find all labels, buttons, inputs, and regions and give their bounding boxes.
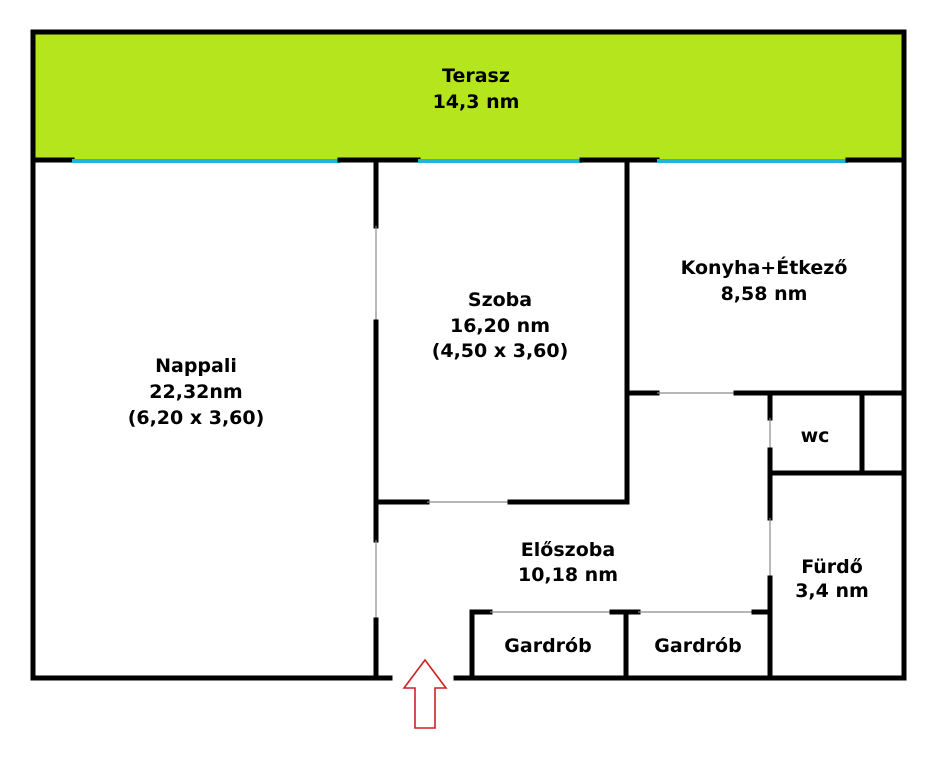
room-furdo: Fürdő 3,4 nm bbox=[795, 556, 869, 602]
room-name: Gardrób bbox=[654, 635, 741, 657]
room-gardrob-1: Gardrób bbox=[504, 635, 591, 657]
room-name: Előszoba bbox=[521, 539, 615, 561]
room-area: 22,32nm bbox=[149, 381, 242, 403]
room-area: 8,58 nm bbox=[721, 283, 808, 305]
room-area: 16,20 nm bbox=[450, 315, 550, 337]
room-name: Fürdő bbox=[801, 556, 863, 578]
room-eloszoba: Előszoba 10,18 nm bbox=[518, 539, 618, 586]
terrace-wall bbox=[30, 157, 907, 163]
room-wc: wc bbox=[801, 425, 830, 447]
interior-walls bbox=[373, 157, 907, 681]
room-area: 3,4 nm bbox=[795, 580, 869, 602]
room-terasz: Terasz 14,3 nm bbox=[433, 65, 520, 113]
room-konyha: Konyha+Étkező 8,58 nm bbox=[681, 256, 848, 305]
room-szoba: Szoba 16,20 nm (4,50 x 3,60) bbox=[432, 289, 569, 362]
room-nappali: Nappali 22,32nm (6,20 x 3,60) bbox=[128, 355, 265, 429]
room-name: Szoba bbox=[468, 289, 532, 311]
room-dimensions: (6,20 x 3,60) bbox=[128, 407, 265, 429]
room-gardrob-2: Gardrób bbox=[654, 635, 741, 657]
room-name: wc bbox=[801, 425, 830, 447]
room-name: Nappali bbox=[155, 355, 237, 377]
room-area: 14,3 nm bbox=[433, 91, 520, 113]
room-dimensions: (4,50 x 3,60) bbox=[432, 340, 569, 362]
terrace-area bbox=[33, 32, 904, 160]
room-name: Konyha+Étkező bbox=[681, 256, 848, 279]
room-area: 10,18 nm bbox=[518, 564, 618, 586]
entrance-arrow-icon bbox=[402, 658, 448, 729]
room-name: Terasz bbox=[442, 65, 510, 87]
outer-walls bbox=[30, 29, 907, 681]
room-name: Gardrób bbox=[504, 635, 591, 657]
